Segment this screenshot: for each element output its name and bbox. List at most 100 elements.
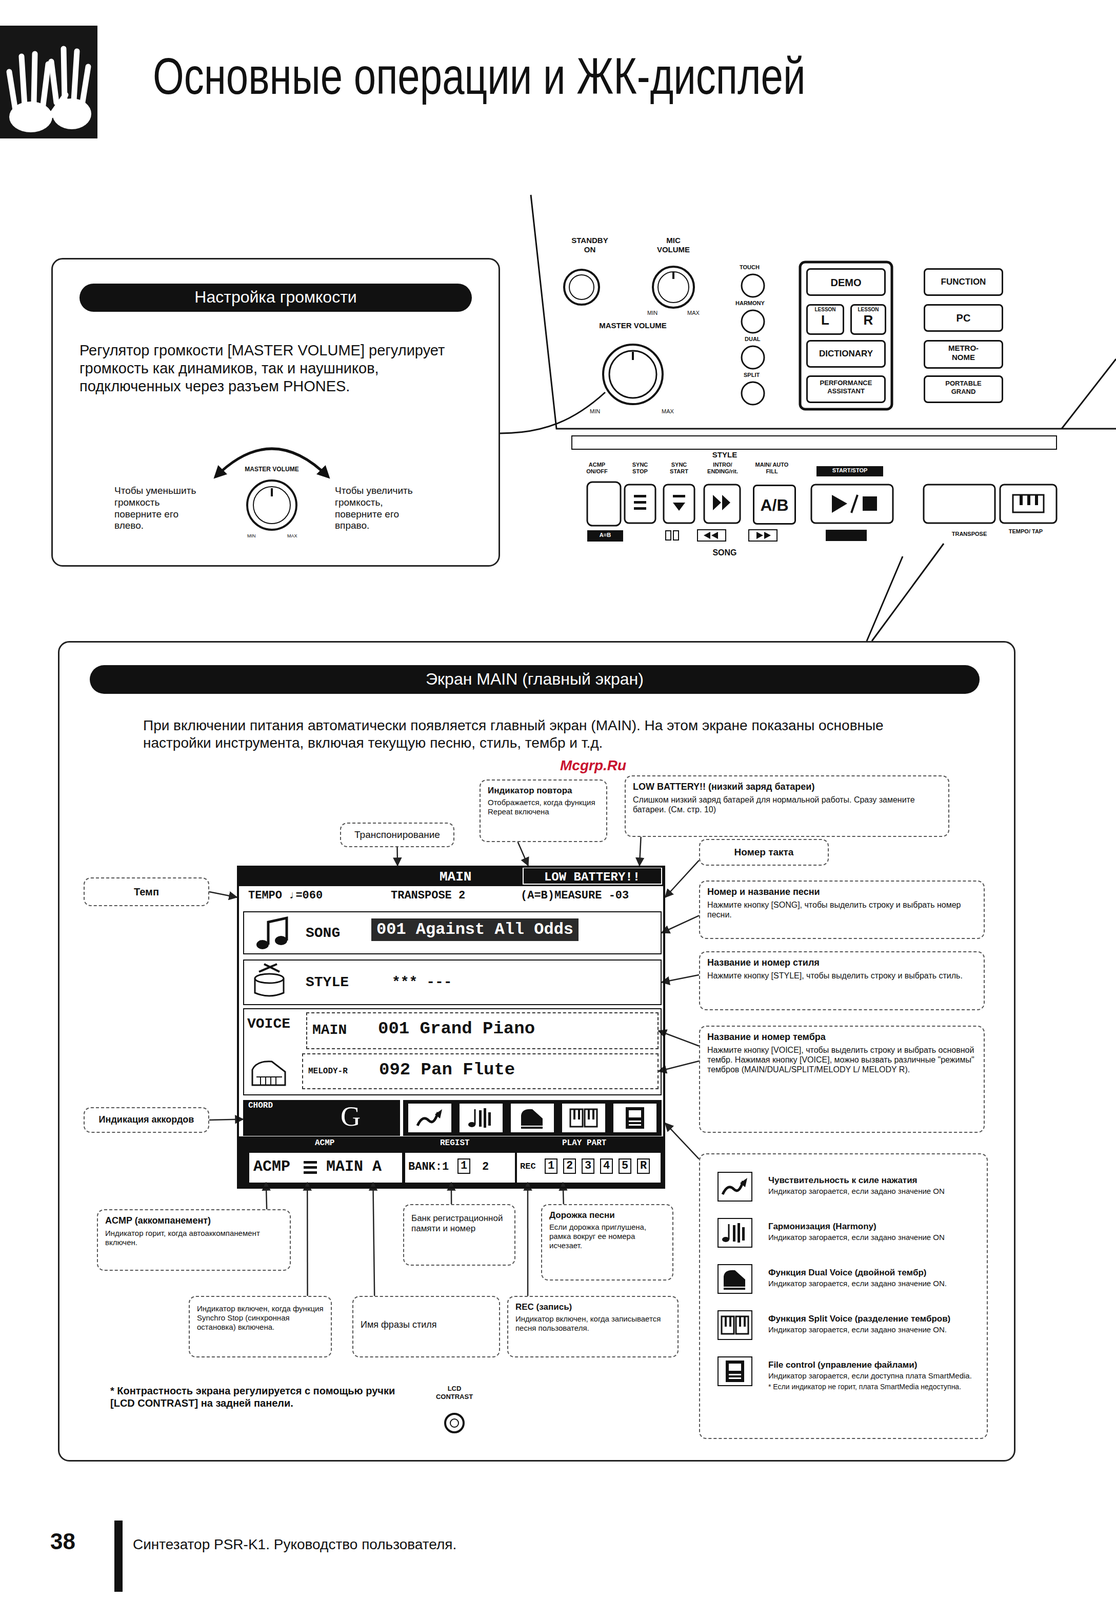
panel-button: PORTABLE GRAND — [923, 375, 1004, 404]
panel-label: SYNC STOP — [624, 461, 656, 475]
lcd-fills — [236, 865, 666, 887]
control-panel — [530, 194, 1116, 429]
callout-box-text: Слишком низкий заряд батарей для нормаль… — [632, 794, 942, 815]
status-box-text: 4 — [600, 1158, 613, 1174]
leader-connector — [450, 1182, 453, 1205]
lcd-fills — [303, 1161, 317, 1164]
illustration — [725, 1360, 745, 1383]
panel-button: FUNCTION — [923, 268, 1004, 296]
page-number: 38 — [50, 1528, 76, 1556]
leader-connector — [396, 847, 398, 866]
status-box-text: 1 — [457, 1158, 471, 1174]
lcd-fills — [249, 1152, 403, 1183]
panel-frame: Регулятор громкости [MASTER VOLUME] регу… — [51, 257, 501, 567]
leader-connector — [306, 1182, 309, 1297]
leader-connector — [665, 860, 700, 898]
lcd-fills — [523, 867, 662, 885]
button-symbols — [1019, 494, 1023, 506]
chord-area-text: CHORD — [248, 1101, 273, 1111]
control-panel — [1061, 359, 1116, 429]
callout-box: Банк регистрационной памяти и номер — [403, 1204, 516, 1266]
control-panel — [663, 484, 695, 524]
callout-box-text: Нажмите кнопку [SONG], чтобы выделить ст… — [707, 900, 977, 920]
indicator-icons — [718, 1357, 752, 1386]
leader-connector — [372, 1182, 375, 1297]
volume-knob — [247, 480, 297, 530]
lcd-fills — [625, 1107, 645, 1129]
control-panel — [704, 484, 741, 524]
panel-button-text: R — [851, 312, 885, 329]
lcd-icons — [268, 918, 287, 945]
lcd-fills — [405, 1152, 515, 1183]
lcd-icons — [252, 918, 288, 1086]
lcd-icons — [254, 978, 284, 996]
callout-box-text: Индикатор загорается, если задано значен… — [768, 1279, 979, 1289]
status-box-text: 1 — [544, 1158, 558, 1174]
button-symbols — [672, 502, 686, 511]
button-symbols — [633, 507, 647, 510]
button-symbols — [703, 531, 719, 540]
lcd-fills — [236, 865, 666, 1187]
volume-knob — [215, 448, 329, 530]
illustration — [722, 1223, 745, 1243]
leader-connector — [266, 1182, 267, 1210]
callout-box: Транспонирование — [340, 822, 455, 848]
control-panel — [673, 530, 679, 541]
button-symbols — [587, 530, 624, 542]
panel-button-text: FUNCTION — [925, 276, 1002, 288]
button-symbols — [831, 494, 848, 513]
callout-box: Номер такта — [699, 839, 829, 866]
leader-connector — [209, 891, 237, 898]
panel-label: SONG — [699, 547, 751, 558]
control-panel — [741, 274, 765, 297]
status-box-text: ACMP — [253, 1157, 291, 1177]
button-symbols — [1034, 494, 1039, 506]
lcd-fills — [516, 1152, 661, 1183]
panel-button: LESSONR — [850, 304, 887, 335]
lcd-fills — [243, 1100, 401, 1137]
lcd-screen-text: MAIN — [439, 869, 472, 886]
callout-box: Чувствительность к силе нажатияИндикатор… — [699, 1153, 988, 1440]
callout-box: ACMP (аккомпанемент)Индикатор горит, ког… — [96, 1209, 291, 1271]
panel-label: SPLIT — [743, 371, 760, 379]
footer-bar — [114, 1520, 123, 1592]
lcd-icons — [256, 1077, 283, 1086]
callout-box-text: Темп — [84, 885, 209, 899]
volume-knob — [270, 488, 273, 497]
watermark: Mcgrp.Ru — [560, 756, 627, 775]
footer-text: Синтезатор PSR-K1. Руководство пользоват… — [132, 1536, 457, 1554]
callout-box-text: Индикация аккордов — [84, 1114, 209, 1126]
panel-label: MAIN/ AUTO FILL — [749, 461, 794, 475]
callout-box-text: Индикатор включен, когда функция Synchro… — [196, 1304, 324, 1332]
panel-label: ACMP ON/OFF — [580, 461, 614, 475]
callout-box: Индикация аккордов — [83, 1107, 210, 1133]
page-title: Основные операции и ЖК-дисплей — [152, 45, 806, 107]
control-panel — [658, 271, 689, 303]
button-symbols — [825, 529, 867, 542]
leader-connector — [639, 837, 642, 866]
voice-row-text: MAIN — [312, 1021, 347, 1040]
header-band-text: Экран MAIN (главный экран) — [89, 669, 980, 689]
control-panel — [741, 382, 765, 405]
control-panel — [530, 194, 1116, 642]
contrast-knob — [450, 1419, 459, 1428]
volume-knob — [253, 486, 291, 524]
button-symbols — [862, 496, 878, 511]
control-panel — [697, 529, 726, 542]
button-symbols — [633, 494, 647, 498]
callout-box-text: File control (управление файлами) — [768, 1360, 979, 1371]
lcd-fills — [238, 1136, 664, 1187]
status-box-text: 2 — [482, 1160, 489, 1174]
indicator-icons — [718, 1310, 752, 1340]
control-panel — [609, 350, 657, 398]
button-symbols — [712, 494, 731, 511]
callout-box: REC (запись)Индикатор включен, когда зап… — [507, 1296, 679, 1358]
status-box-text: 3 — [581, 1158, 595, 1174]
hand-icon — [0, 25, 98, 139]
panel-frame-text: Регулятор громкости [MASTER VOLUME] регу… — [79, 341, 475, 395]
lcd-screen-text: LOW BATTERY!! — [524, 870, 661, 886]
illustration — [723, 1270, 746, 1290]
panel-button-text: LESSON — [807, 306, 843, 313]
status-box: REGISTBANK:112 — [405, 1152, 515, 1183]
lcd-screen-text: TRANSPOSE 2 — [390, 889, 466, 903]
